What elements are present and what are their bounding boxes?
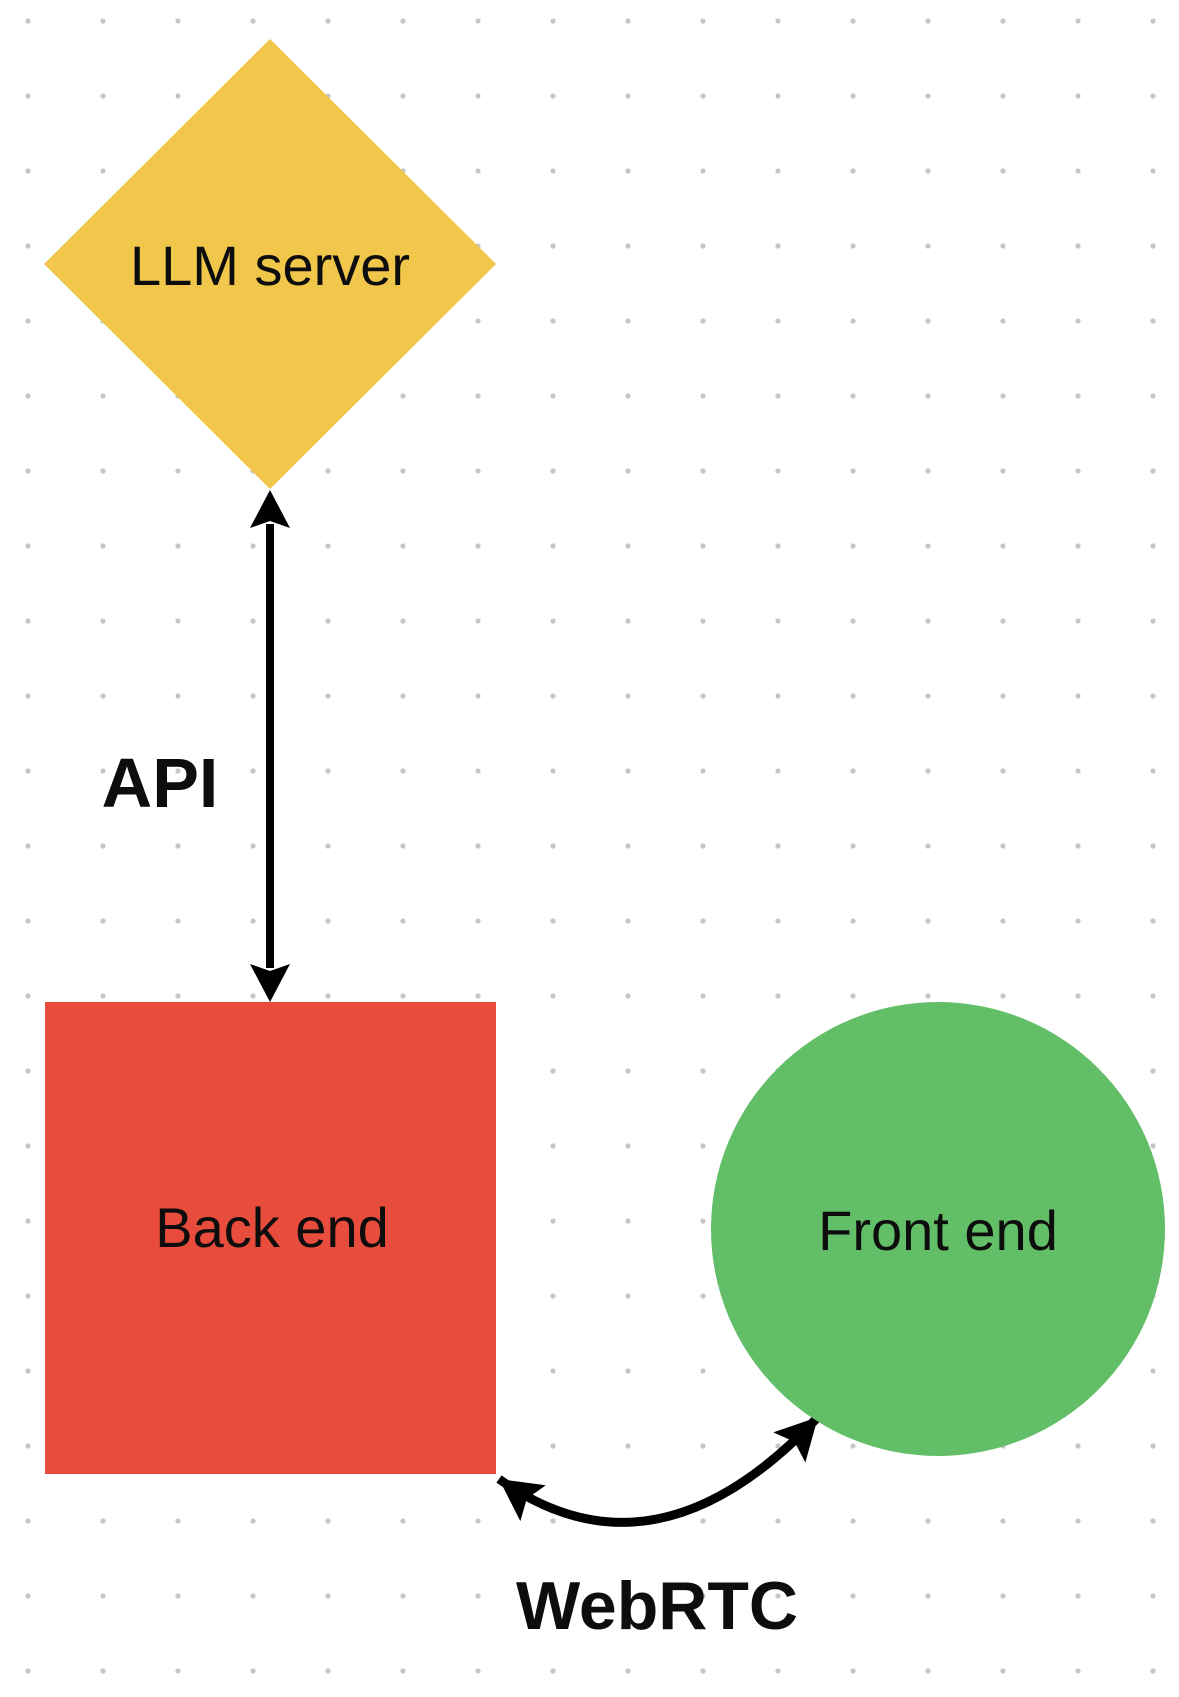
webrtc-arrowhead-right (773, 1417, 818, 1463)
api-arrowhead-bottom (250, 964, 290, 1002)
back-end-square-shape (45, 1002, 496, 1474)
api-arrowhead-top (250, 490, 290, 528)
api-edge-label: API (102, 744, 219, 822)
llm-server-diamond-shape (44, 39, 496, 489)
edge-api: API (102, 490, 290, 1002)
front-end-circle-shape (711, 1002, 1165, 1456)
node-llm-server: LLM server (44, 39, 496, 489)
node-front-end: Front end (711, 1002, 1165, 1456)
webrtc-edge-label: WebRTC (516, 1568, 798, 1644)
back-end-label: Back end (155, 1196, 389, 1259)
node-back-end: Back end (45, 1002, 496, 1474)
webrtc-arrowhead-left (499, 1479, 546, 1522)
webrtc-arrow-curve (496, 1413, 822, 1527)
llm-server-label: LLM server (130, 234, 410, 297)
edge-webrtc: WebRTC (496, 1413, 822, 1644)
front-end-label: Front end (818, 1199, 1058, 1262)
